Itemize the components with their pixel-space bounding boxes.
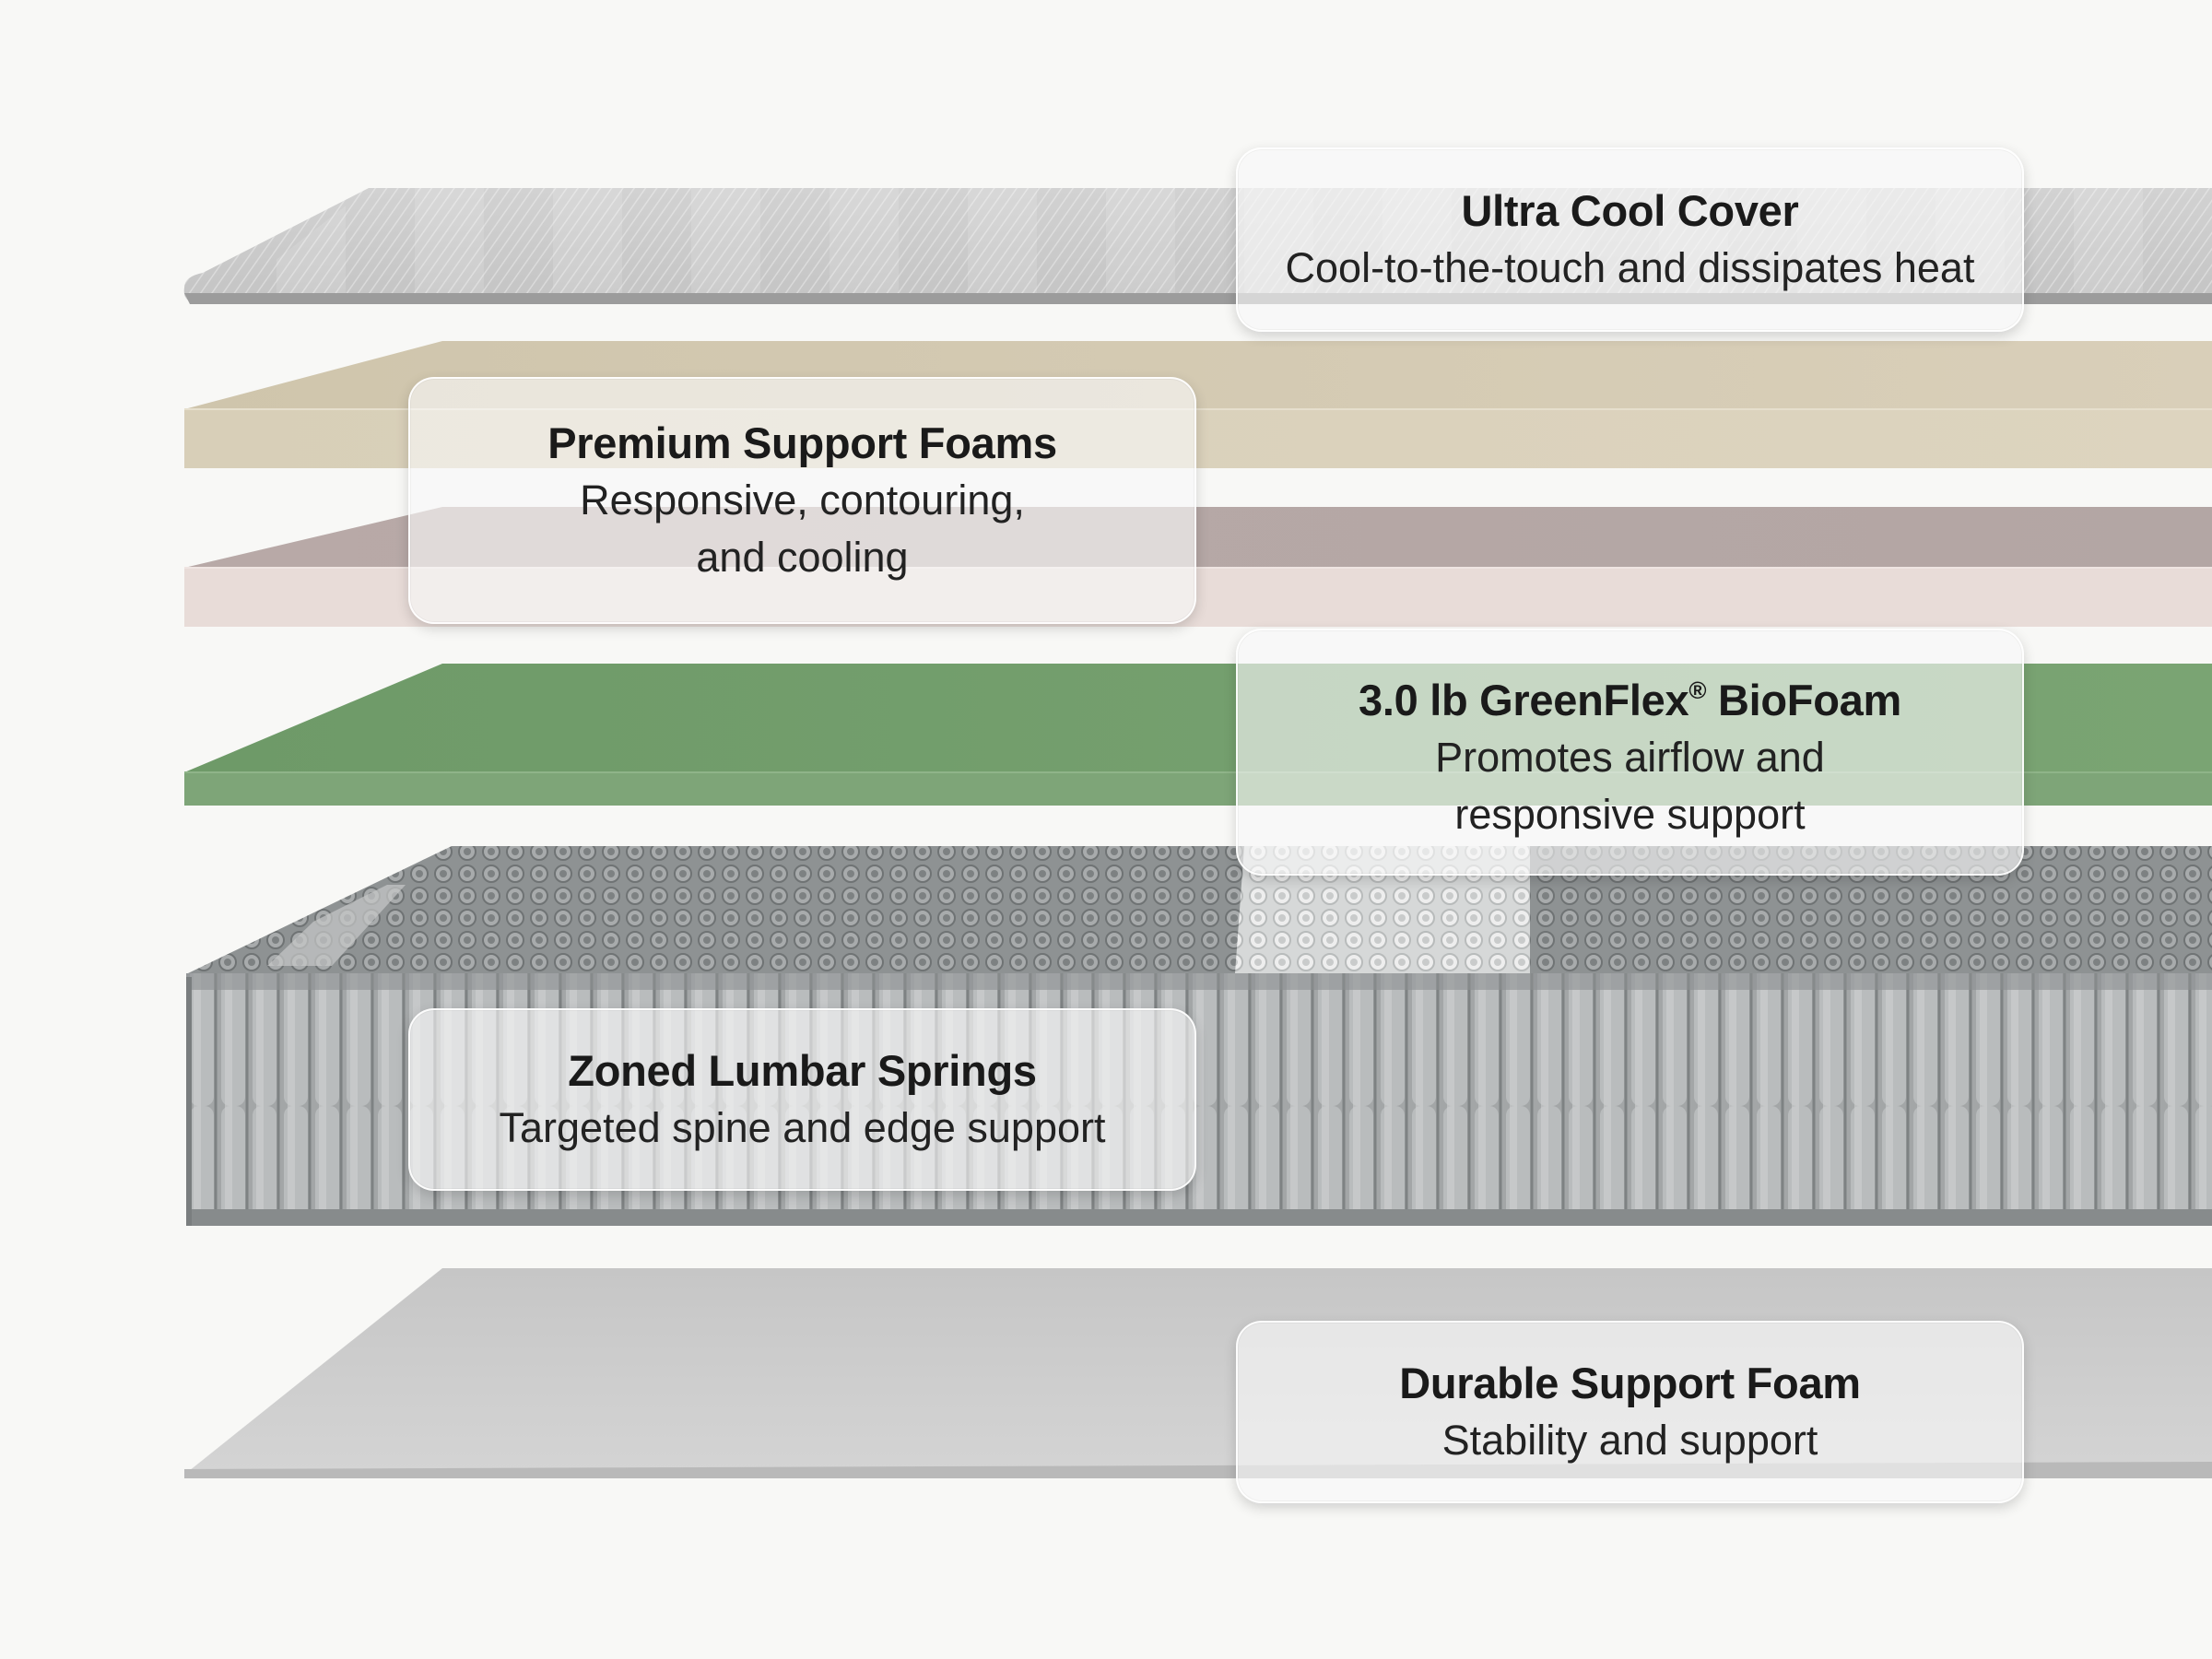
springs-description: Targeted spine and edge support bbox=[500, 1100, 1106, 1157]
premium-foams-description-line-1: Responsive, contouring, bbox=[580, 477, 1025, 524]
greenflex-description-line-2: responsive support bbox=[1454, 790, 1806, 838]
base-foam-description: Stability and support bbox=[1442, 1412, 1818, 1469]
premium-foams-title: Premium Support Foams bbox=[547, 418, 1057, 467]
zoned-lumbar-springs-callout: Zoned Lumbar Springs Targeted spine and … bbox=[408, 1008, 1196, 1191]
premium-support-foams-callout: Premium Support Foams Responsive, contou… bbox=[408, 377, 1196, 624]
premium-foams-description: Responsive, contouring, and cooling bbox=[580, 472, 1025, 586]
cover-description-line: Cool-to-the-touch and dissipates heat bbox=[1285, 244, 1975, 291]
cover-title: Ultra Cool Cover bbox=[1461, 186, 1799, 235]
base-foam-title: Durable Support Foam bbox=[1399, 1359, 1861, 1407]
premium-foams-description-line-2: and cooling bbox=[696, 534, 909, 581]
ultra-cool-cover-callout: Ultra Cool Cover Cool-to-the-touch and d… bbox=[1236, 147, 2024, 332]
springs-title: Zoned Lumbar Springs bbox=[568, 1046, 1037, 1095]
base-foam-description-line: Stability and support bbox=[1441, 1417, 1818, 1464]
registered-mark: ® bbox=[1688, 676, 1707, 704]
greenflex-biofoam-callout: 3.0 lb GreenFlex® BioFoam Promotes airfl… bbox=[1236, 629, 2024, 876]
greenflex-description: Promotes airflow and responsive support bbox=[1435, 729, 1825, 843]
cover-description: Cool-to-the-touch and dissipates heat bbox=[1286, 240, 1975, 297]
greenflex-title-prefix: 3.0 lb GreenFlex bbox=[1359, 675, 1689, 724]
greenflex-title-suffix: BioFoam bbox=[1706, 675, 1901, 724]
springs-description-line: Targeted spine and edge support bbox=[499, 1104, 1106, 1151]
greenflex-title: 3.0 lb GreenFlex® BioFoam bbox=[1359, 662, 1901, 729]
greenflex-description-line-1: Promotes airflow and bbox=[1435, 733, 1825, 781]
durable-support-foam-callout: Durable Support Foam Stability and suppo… bbox=[1236, 1321, 2024, 1503]
